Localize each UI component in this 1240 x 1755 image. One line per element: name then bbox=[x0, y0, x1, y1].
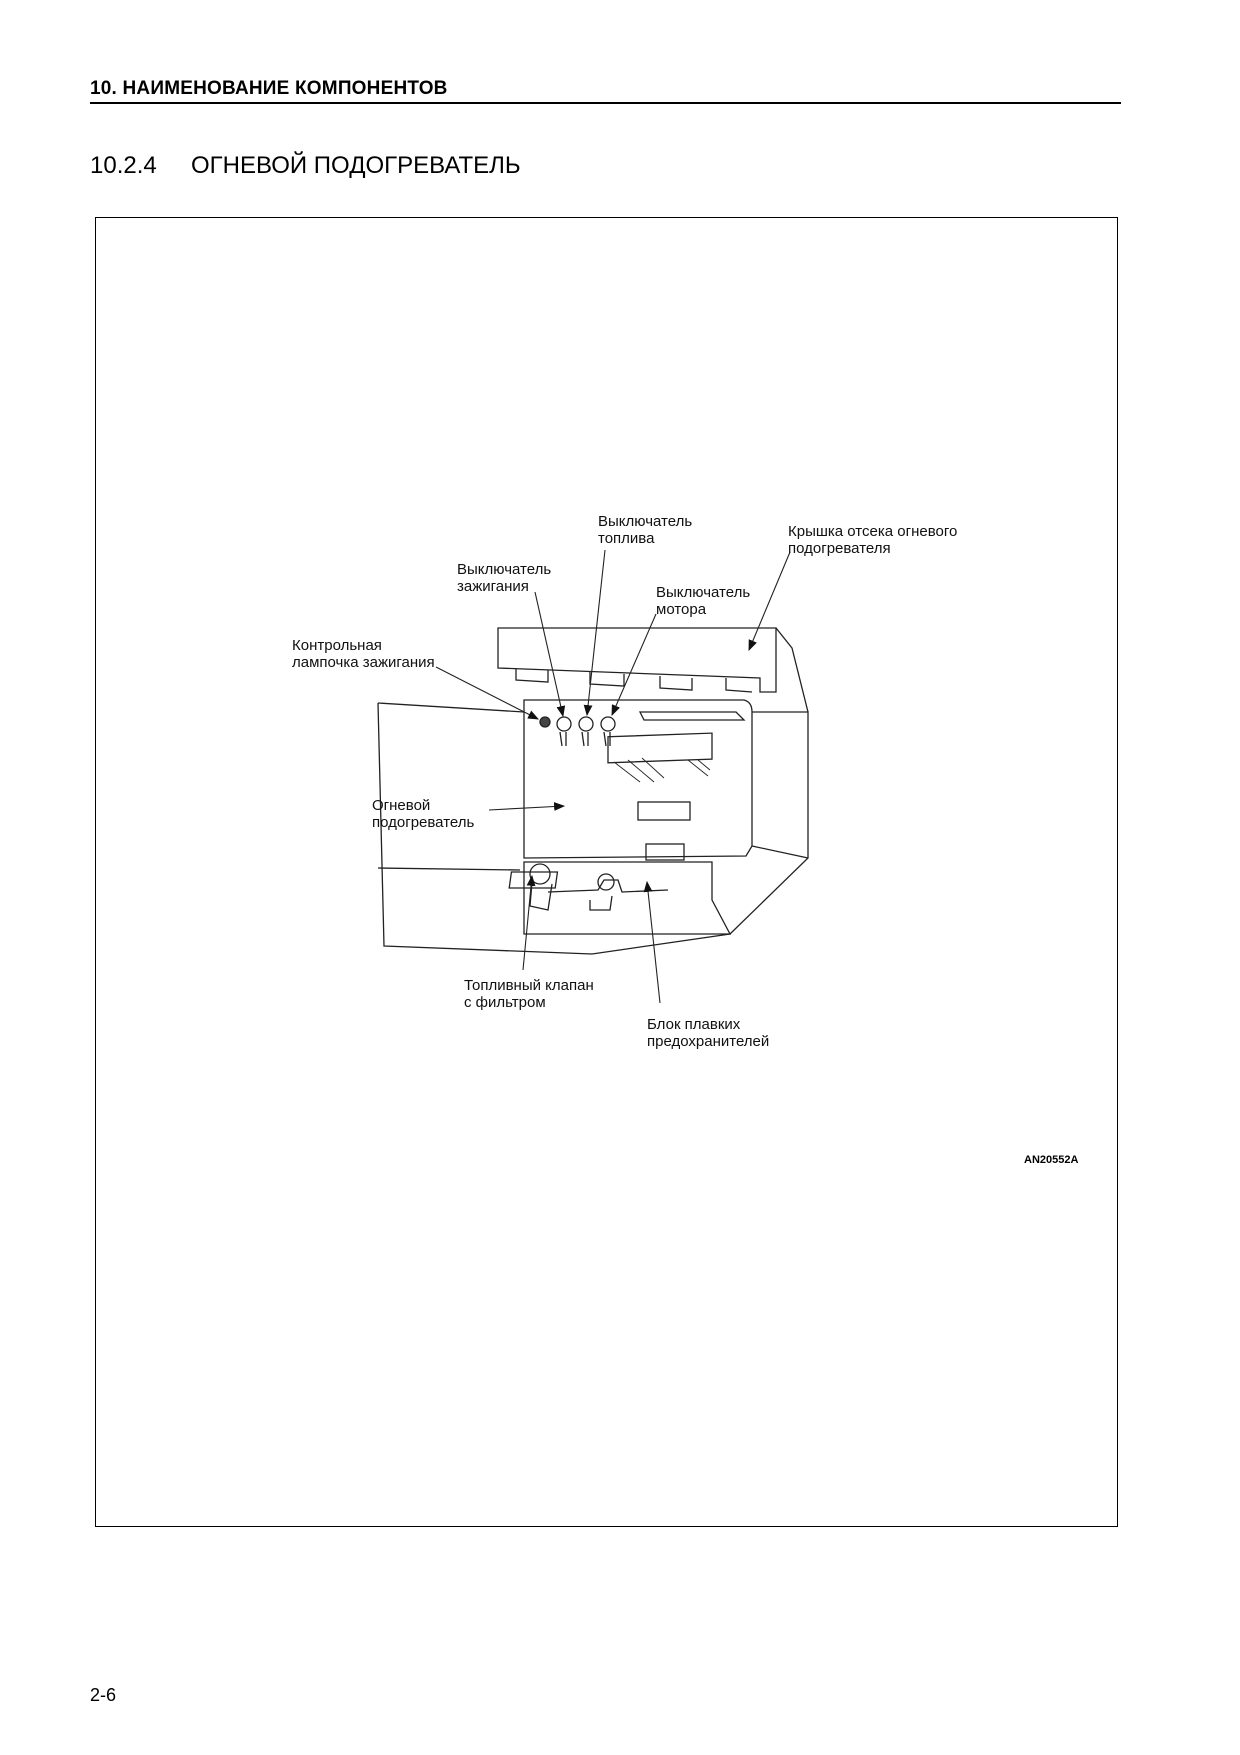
nameplate bbox=[637, 801, 691, 821]
chapter-rule bbox=[90, 102, 1121, 104]
figure-frame bbox=[95, 217, 1118, 1527]
vent-grille bbox=[607, 732, 713, 764]
fuel-switch-shape bbox=[578, 716, 594, 747]
leader-fuse-block bbox=[643, 880, 661, 1004]
ignition-lamp-shape bbox=[539, 716, 551, 728]
fuse-block-shape bbox=[508, 871, 559, 889]
leader-ignition-lamp bbox=[435, 666, 539, 720]
callout-fuel-valve: Топливный клапан с фильтром bbox=[464, 977, 594, 1011]
callout-ignition-switch: Выключатель зажигания bbox=[457, 561, 552, 595]
leader-motor-switch bbox=[611, 613, 657, 717]
callout-heater: Огневой подогреватель bbox=[372, 797, 475, 831]
heater-panel bbox=[523, 699, 753, 859]
leader-fuel-switch bbox=[583, 549, 606, 717]
motor-switch-shape bbox=[600, 716, 616, 747]
section-title: 10.2.4 ОГНЕВОЙ ПОДОГРЕВАТЕЛЬ bbox=[90, 152, 521, 180]
section-number: 10.2.4 bbox=[90, 152, 157, 179]
leader-compartment-cover bbox=[748, 551, 791, 652]
vehicle-body-outline bbox=[377, 702, 525, 713]
callout-ignition-lamp: Контрольная лампочка зажигания bbox=[292, 637, 435, 671]
leader-fuel-valve bbox=[522, 874, 536, 971]
page-number: 2-6 bbox=[90, 1685, 117, 1705]
leader-heater bbox=[488, 802, 566, 811]
lower-bay bbox=[523, 861, 732, 935]
figure-code: AN20552A bbox=[1024, 1154, 1079, 1166]
callout-fuel-switch: Выключатель топлива bbox=[598, 513, 693, 547]
callout-motor-switch: Выключатель мотора bbox=[656, 584, 751, 618]
callout-fuse-block: Блок плавких предохранителей bbox=[647, 1016, 770, 1050]
section-name: ОГНЕВОЙ ПОДОГРЕВАТЕЛЬ bbox=[191, 152, 521, 179]
fuel-valve-shape bbox=[529, 863, 551, 885]
callout-compartment-cover: Крышка отсека огневого подогревателя bbox=[788, 523, 958, 557]
compartment-cover-shape bbox=[497, 627, 777, 693]
chapter-title: 10. НАИМЕНОВАНИЕ КОМПОНЕНТОВ bbox=[90, 78, 448, 99]
leader-ignition-switch bbox=[534, 591, 566, 718]
